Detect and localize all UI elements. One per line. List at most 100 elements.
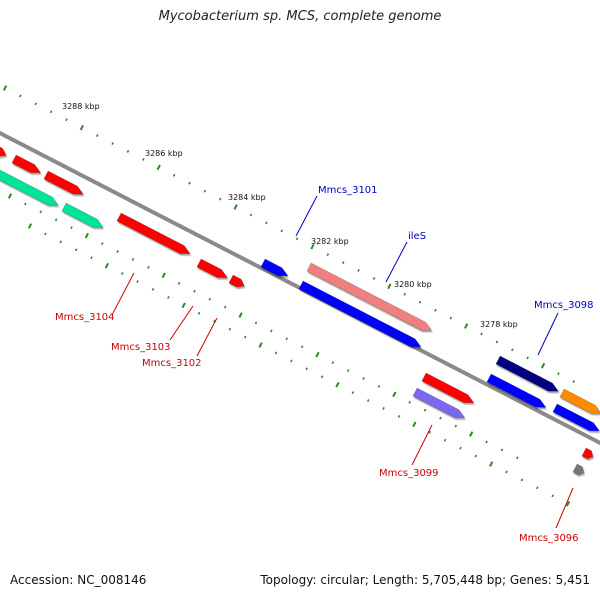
tick-mark	[516, 456, 519, 460]
tick-mark	[418, 300, 422, 304]
tick-mark	[34, 102, 38, 106]
tick-mark	[480, 332, 483, 336]
tick-mark	[156, 164, 161, 171]
tick-mark	[357, 269, 360, 272]
tick-mark	[489, 461, 494, 467]
tick-mark	[397, 414, 401, 418]
tick-mark	[95, 134, 99, 138]
gene-label-mmcs-3096[interactable]: Mmcs_3096	[519, 533, 579, 544]
tick-mark	[295, 237, 299, 241]
tick-mark	[305, 367, 308, 371]
tick-label-3278: 3278 kbp	[480, 320, 518, 329]
tick-mark	[408, 400, 411, 404]
tick-mark	[526, 356, 529, 360]
tick-mark	[290, 359, 293, 363]
tick-mark	[485, 440, 488, 444]
tick-mark	[172, 173, 176, 177]
tick-mark	[218, 197, 222, 201]
label-connector	[537, 312, 559, 356]
tick-mark	[243, 335, 247, 339]
label-connector	[555, 487, 574, 529]
tick-mark	[111, 142, 114, 145]
tick-mark	[193, 289, 196, 293]
gene-mmcs-3096[interactable]	[572, 463, 585, 476]
tick-mark	[362, 377, 365, 380]
tick-mark	[213, 319, 216, 323]
tick-mark	[454, 424, 458, 428]
tick-mark	[310, 243, 315, 250]
gene-block-orange[interactable]	[559, 388, 600, 414]
gene-block-blue[interactable]	[552, 403, 600, 432]
tick-mark	[439, 416, 442, 420]
gene-block-red[interactable]	[11, 154, 42, 174]
gene-mmcs-3102[interactable]	[228, 274, 245, 288]
tick-mark	[238, 312, 243, 318]
tick-label-3282: 3282 kbp	[311, 237, 349, 246]
tick-mark	[474, 454, 478, 458]
tick-mark	[151, 288, 155, 291]
gene-label-mmcs-3098[interactable]: Mmcs_3098	[534, 300, 594, 311]
gene-block-red[interactable]	[581, 447, 594, 460]
gene-block-teal[interactable]	[0, 169, 59, 206]
gene-iles[interactable]	[306, 262, 433, 331]
label-connector	[169, 305, 194, 341]
gene-block-red[interactable]	[421, 372, 475, 404]
tick-mark	[70, 226, 73, 230]
tick-mark	[19, 94, 22, 98]
tick-mark	[84, 232, 89, 239]
gene-label-mmcs-3103[interactable]: Mmcs_3103	[111, 342, 171, 353]
gene-block-blue[interactable]	[486, 373, 547, 408]
tick-mark	[464, 323, 469, 329]
topology-text: Topology: circular; Length: 5,705,448 bp…	[260, 573, 590, 587]
tick-mark	[265, 221, 268, 225]
gene-mmcs-3101[interactable]	[260, 258, 289, 277]
tick-mark	[346, 369, 350, 372]
gene-block-navy[interactable]	[495, 355, 559, 392]
tick-mark	[377, 384, 381, 388]
tick-mark	[572, 380, 576, 384]
tick-mark	[79, 124, 84, 131]
tick-mark	[203, 189, 207, 193]
tick-mark	[188, 181, 191, 185]
gene-mmcs-3099[interactable]	[412, 387, 466, 419]
tick-mark	[147, 265, 150, 269]
tick-mark	[104, 262, 109, 269]
tick-mark	[331, 361, 335, 365]
gene-block-teal[interactable]	[61, 202, 104, 228]
tick-mark	[116, 250, 119, 253]
tick-mark	[428, 430, 431, 434]
gene-block-blue[interactable]	[298, 280, 422, 348]
tick-mark	[49, 110, 53, 114]
gene-label-mmcs-3099[interactable]: Mmcs_3099	[379, 468, 439, 479]
tick-mark	[177, 281, 181, 285]
tick-mark	[351, 391, 355, 395]
gene-features[interactable]	[0, 144, 600, 476]
tick-mark	[495, 340, 499, 344]
label-connector	[112, 272, 135, 314]
tick-mark	[536, 486, 539, 490]
tick-mark	[469, 431, 474, 437]
tick-mark	[320, 375, 324, 379]
gene-label-mmcs-3104[interactable]: Mmcs_3104	[55, 312, 115, 323]
tick-mark	[74, 248, 78, 252]
tick-mark	[300, 345, 304, 349]
tick-mark	[100, 242, 104, 246]
tick-mark	[500, 448, 504, 452]
gene-mmcs-3103[interactable]	[196, 258, 228, 279]
tick-mark	[197, 311, 201, 315]
tick-mark	[449, 316, 453, 320]
gene-label-mmcs-3101[interactable]: Mmcs_3101	[318, 185, 378, 196]
gene-block-red[interactable]	[0, 144, 7, 157]
gene-label-mmcs-3102[interactable]: Mmcs_3102	[142, 358, 202, 369]
gene-block-red[interactable]	[43, 170, 84, 195]
tick-mark	[7, 193, 13, 199]
tick-label-3280: 3280 kbp	[394, 280, 432, 289]
tick-mark	[254, 321, 258, 325]
tick-mark	[167, 295, 170, 299]
accession-text: Accession: NC_008146	[10, 573, 147, 587]
gene-label-iles[interactable]: ileS	[408, 231, 426, 242]
label-connectors	[112, 195, 574, 529]
tick-mark	[366, 399, 370, 402]
gene-mmcs-3104[interactable]	[116, 212, 191, 255]
